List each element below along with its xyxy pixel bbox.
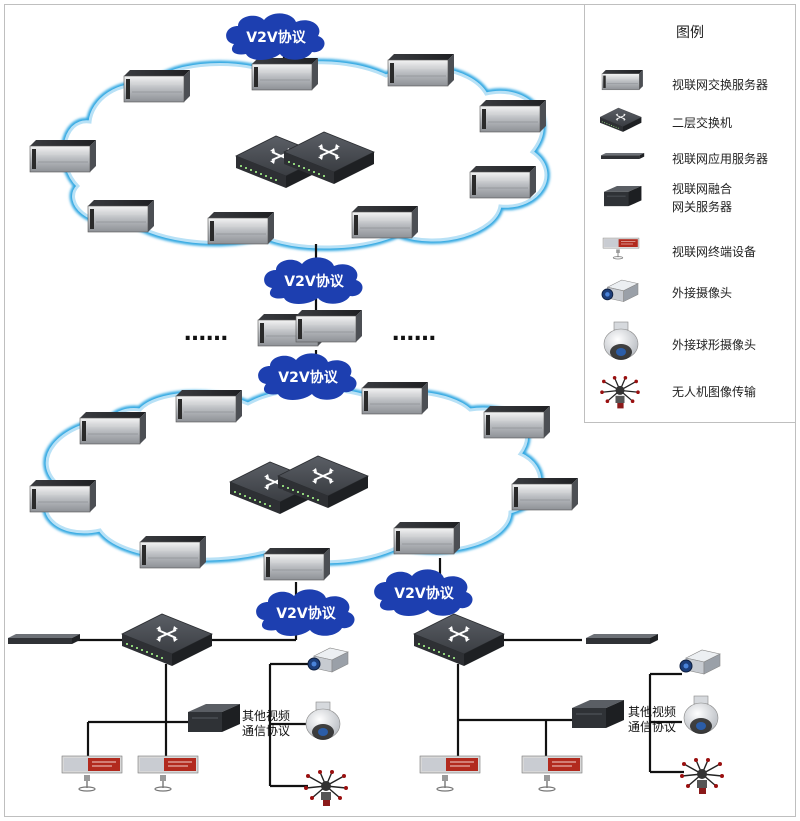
protocol-cloud-1 <box>226 13 325 61</box>
legend-label: 无人机图像传输 <box>672 385 757 399</box>
legend-title: 图例 <box>676 25 704 41</box>
switch-server-icon <box>207 211 275 245</box>
legend-label: 视联网融合 网关服务器 <box>672 182 733 214</box>
switch-server-icon <box>79 411 147 445</box>
switch-server-icon <box>29 139 97 173</box>
protocol-cloud-5 <box>374 569 473 616</box>
switch-server-icon <box>139 535 207 569</box>
switch-server-icon <box>295 309 363 343</box>
switch-server-icon <box>87 199 155 233</box>
left-access-devices <box>8 613 349 807</box>
switch-server-icon <box>175 389 243 423</box>
dome-camera-icon <box>305 701 341 741</box>
terminal-device-icon <box>61 755 123 792</box>
other-protocol-label: 其他视频 通信协议 <box>628 705 676 735</box>
protocol-clouds <box>226 13 473 636</box>
ellipsis-right: …… <box>392 321 436 346</box>
legend-label: 二层交换机 <box>672 116 733 130</box>
other-protocol-line: 其他视频 <box>242 709 291 723</box>
dome-camera-icon <box>683 695 719 735</box>
switch-server-icon <box>123 69 191 103</box>
switch-server-icon <box>361 381 429 415</box>
switch-server-icon <box>387 53 455 87</box>
app-server-icon <box>601 153 645 159</box>
legend-label: 外接球形摄像头 <box>672 338 757 352</box>
switch-server-icon <box>251 57 319 91</box>
switch-server-icon <box>483 405 551 439</box>
switch-server-icon <box>469 165 537 199</box>
legend-label: 外接摄像头 <box>672 286 733 300</box>
ellipsis-left: …… <box>184 321 228 346</box>
layer2-switch-icon <box>121 613 213 667</box>
camera-icon <box>679 649 721 675</box>
protocol-label: V2V协议 <box>276 605 336 622</box>
other-protocol-line: 通信协议 <box>242 724 291 738</box>
protocol-cloud-4 <box>256 589 355 636</box>
other-protocol-label: 其他视频 通信协议 <box>242 709 290 739</box>
other-protocol-line: 通信协议 <box>628 720 677 734</box>
switch-server-icon <box>511 477 579 511</box>
drone-icon <box>679 757 725 795</box>
layer2-switch-icon <box>413 613 505 667</box>
other-protocol-line: 其他视频 <box>628 705 677 719</box>
gateway-server-icon <box>571 699 625 729</box>
protocol-cloud-3 <box>258 353 357 400</box>
legend-label: 视联网交换服务器 <box>672 78 769 92</box>
switch-server-icon <box>393 521 461 555</box>
gateway-server-icon <box>187 703 241 733</box>
protocol-label: V2V协议 <box>394 585 454 602</box>
legend-label: 视联网应用服务器 <box>672 152 769 166</box>
protocol-cloud-2 <box>264 257 363 304</box>
drone-icon <box>303 769 349 807</box>
app-server-icon <box>8 634 80 644</box>
relay-servers <box>257 309 363 347</box>
protocol-label: V2V协议 <box>246 29 306 46</box>
switch-server-icon <box>263 547 331 581</box>
terminal-device-icon <box>419 755 481 792</box>
camera-icon <box>307 647 349 673</box>
terminal-device-icon <box>137 755 199 792</box>
legend-label: 视联网终端设备 <box>672 245 757 259</box>
switch-server-icon <box>479 99 547 133</box>
terminal-device-icon <box>521 755 583 792</box>
video-switch-server-icon <box>601 69 644 91</box>
switch-server-icon <box>29 479 97 513</box>
app-server-icon <box>586 634 658 644</box>
protocol-label: V2V协议 <box>284 273 344 290</box>
protocol-label: V2V协议 <box>278 369 338 386</box>
switch-server-icon <box>351 205 419 239</box>
